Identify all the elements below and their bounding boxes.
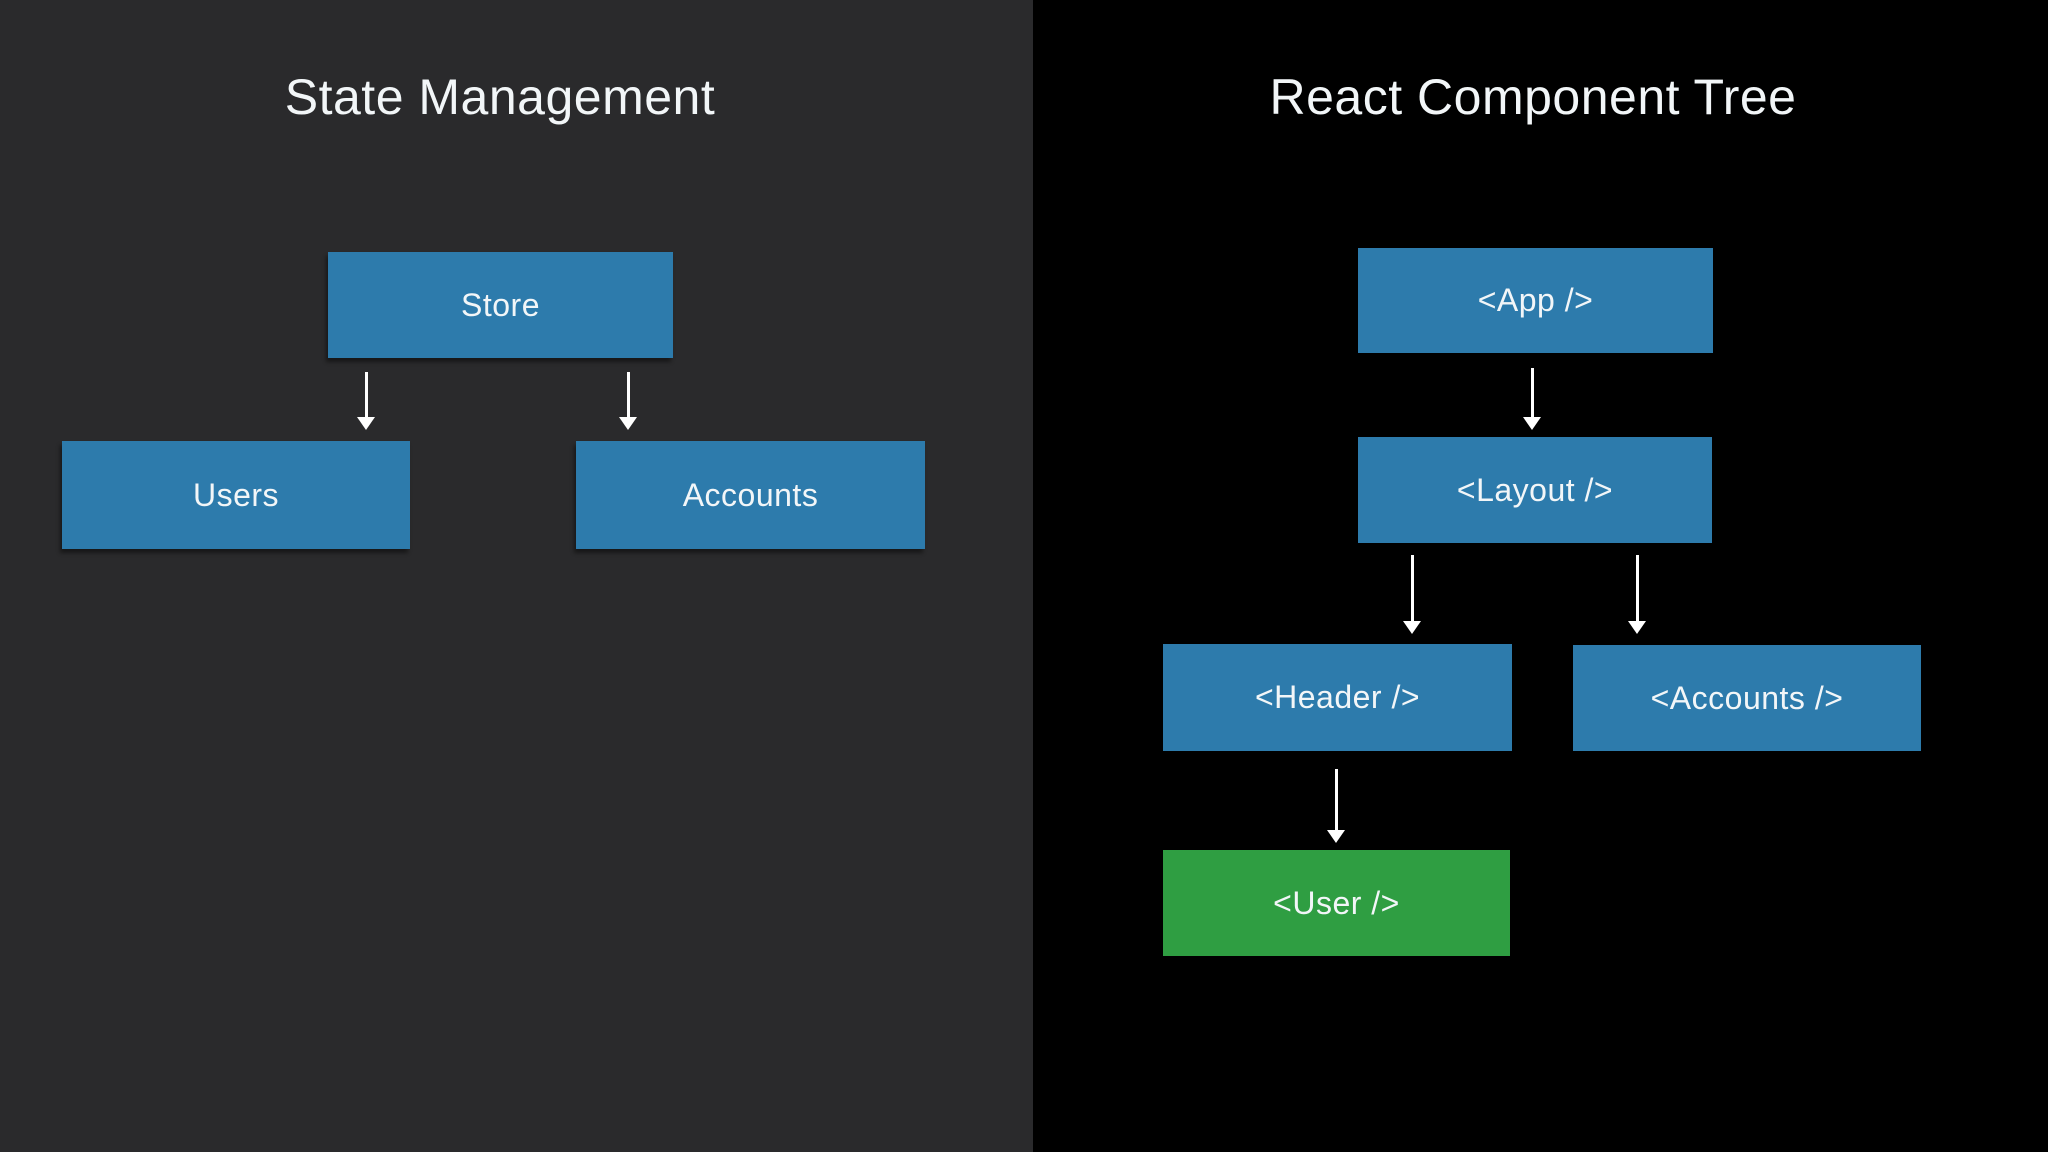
arrow-head-icon (1523, 417, 1541, 430)
arrow-shaft (1410, 555, 1414, 624)
arrow-shaft (1334, 769, 1338, 833)
arrow-layout-to-accounts (1628, 555, 1646, 634)
arrow-head-icon (619, 417, 637, 430)
arrow-head-icon (357, 417, 375, 430)
node-store-label: Store (461, 286, 540, 323)
arrow-head-icon (1327, 830, 1345, 843)
arrow-shaft (1635, 555, 1639, 624)
node-layout-label: <Layout /> (1456, 471, 1614, 508)
node-header-label: <Header /> (1254, 679, 1421, 715)
arrow-head-icon (1628, 621, 1646, 634)
node-app-component: <App /> (1358, 248, 1713, 353)
right-panel-title: React Component Tree (1269, 69, 1797, 125)
arrow-layout-to-header (1403, 555, 1421, 634)
node-header-component: <Header /> (1163, 644, 1512, 751)
node-app-label: <App /> (1477, 282, 1594, 318)
node-accounts-component: <Accounts /> (1573, 645, 1921, 751)
left-panel-title: State Management (284, 69, 716, 125)
arrow-head-icon (1403, 621, 1421, 634)
node-users-label: Users (192, 476, 280, 513)
state-management-panel (0, 0, 1033, 1152)
arrow-store-to-users (357, 372, 375, 430)
arrow-app-to-layout (1523, 368, 1541, 430)
node-accounts-label: Accounts (682, 476, 819, 513)
node-users: Users (62, 441, 410, 549)
node-user-label: <User /> (1273, 884, 1400, 921)
arrow-shaft (626, 372, 630, 420)
node-accounts-component-label: <Accounts /> (1650, 679, 1844, 716)
arrow-header-to-user (1327, 769, 1345, 843)
arrow-store-to-accounts (619, 372, 637, 430)
node-accounts: Accounts (576, 441, 925, 549)
react-component-tree-panel (1033, 0, 2048, 1152)
arrow-shaft (1530, 368, 1534, 420)
node-user-component: <User /> (1163, 850, 1510, 956)
node-store: Store (328, 252, 673, 358)
arrow-shaft (364, 372, 368, 420)
node-layout-component: <Layout /> (1358, 437, 1712, 543)
